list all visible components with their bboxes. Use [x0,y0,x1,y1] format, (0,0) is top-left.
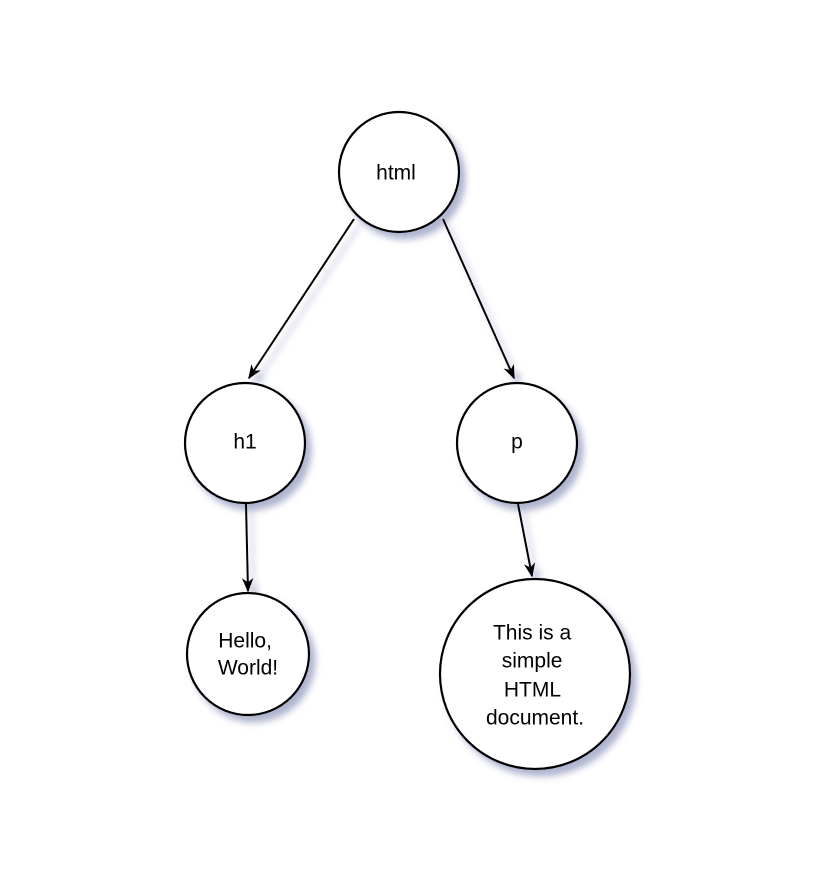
node-p-label: p [511,431,523,454]
node-html-label: html [376,162,416,185]
edge-html-to-p [442,218,515,380]
node-html: html [337,110,461,234]
node-p: p [455,381,579,505]
node-hello-world-circle [185,591,311,717]
edge-p-to-paragraph-text [517,503,536,578]
edge-html-to-h1 [248,218,355,380]
node-p-circle [455,381,579,505]
node-paragraph-text-label: This is a simple HTML document. [486,615,584,730]
edge-h1-to-hello-world [242,503,254,593]
node-h1: h1 [183,381,307,505]
node-paragraph-text: This is a simple HTML document. [438,577,632,771]
node-hello-world-label: Hello, World! [218,623,278,680]
node-html-circle [337,110,461,234]
node-hello-world: Hello, World! [185,591,311,717]
node-h1-circle [183,381,307,505]
node-h1-label: h1 [233,431,256,454]
node-paragraph-text-circle [438,577,632,771]
